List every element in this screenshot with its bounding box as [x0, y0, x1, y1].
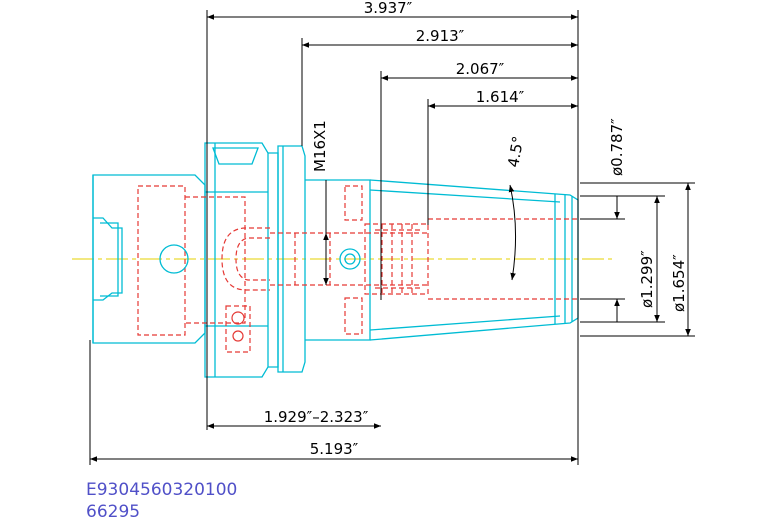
dim-overall-top: 3.937″ — [364, 0, 413, 17]
dim-1614: 1.614″ — [476, 88, 525, 106]
dim-thread: M16X1 — [311, 120, 329, 172]
body-hole-inner — [344, 253, 356, 265]
dim-2913: 2.913″ — [416, 27, 465, 45]
dim-dia-1299: ø1.299″ — [638, 250, 656, 308]
dim-dia-1654: ø1.654″ — [670, 254, 688, 312]
hidden-circles — [231, 311, 245, 342]
dim-range: 1.929″–2.323″ — [264, 408, 369, 426]
part-number: E9304560320100 — [86, 480, 238, 500]
body-hole — [339, 248, 361, 270]
dim-angle: 4.5° — [504, 135, 527, 169]
shank-hole — [159, 244, 189, 274]
holder-outline — [92, 142, 579, 378]
dim-overall-bottom: 5.193″ — [310, 440, 359, 458]
dim-2067: 2.067″ — [456, 60, 505, 78]
dimension-lines — [89, 10, 695, 465]
item-number: 66295 — [86, 502, 141, 522]
dim-dia-0787: ø0.787″ — [608, 118, 626, 176]
hidden-lines — [137, 185, 578, 353]
